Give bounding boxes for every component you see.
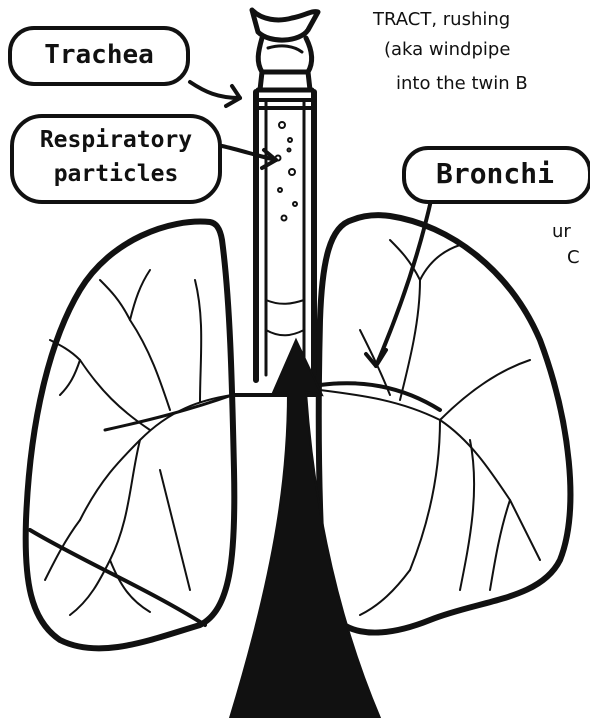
- caption-line-4: ur: [552, 220, 571, 244]
- particles-label-line2: particles: [18, 158, 214, 190]
- bronchi-label: Bronchi: [410, 156, 580, 192]
- caption-line-3: into the twin B: [396, 72, 528, 96]
- trachea-drawing: [256, 92, 314, 380]
- larynx-drawing: [252, 10, 318, 90]
- caption-line-1: TRACT, rushing: [373, 8, 510, 32]
- bronchi-arrowhead: [366, 350, 386, 366]
- particles-label-line1: Respiratory: [18, 124, 214, 156]
- caption-line-2: (aka windpipe: [384, 38, 510, 62]
- caption-line-5: C: [567, 246, 580, 270]
- trachea-label: Trachea: [16, 38, 182, 72]
- left-lung-drawing: [26, 222, 235, 649]
- right-lung-drawing: [319, 215, 571, 632]
